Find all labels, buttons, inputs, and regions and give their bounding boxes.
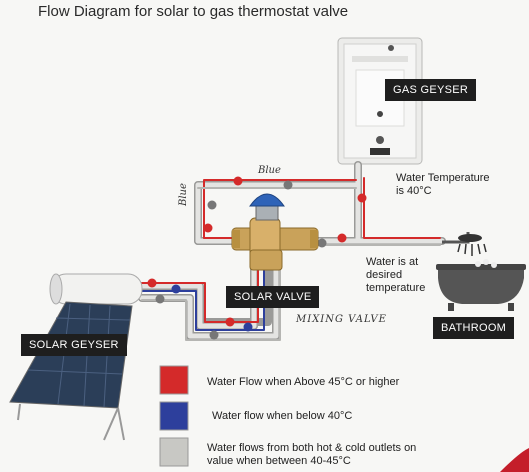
- solar-geyser: [9, 273, 143, 441]
- bathroom: [436, 232, 526, 311]
- solar-valve: [231, 193, 319, 271]
- page-title: Flow Diagram for solar to gas thermostat…: [38, 3, 349, 20]
- flow-markers: [147, 176, 367, 340]
- desired-temperature-note: Water is at desired temperature: [366, 256, 426, 294]
- legend-swatch-mixed: [159, 437, 189, 467]
- legend-text-mixed: Water flows from both hot & cold outlets…: [207, 442, 417, 467]
- legend-text-hot: Water Flow when Above 45°C or higher: [207, 376, 400, 388]
- legend-swatch-hot: [159, 365, 189, 395]
- handwritten-mixing-valve: MIXING VALVE: [296, 314, 387, 325]
- brand-swoosh: [500, 448, 529, 472]
- handwritten-blue-side: Blue: [178, 183, 189, 206]
- solar-geyser-label: SOLAR GEYSER: [21, 334, 127, 356]
- bathroom-label: BATHROOM: [433, 317, 515, 339]
- water-temperature-note: Water Temperature is 40°C: [396, 172, 490, 197]
- legend-text-cold: Water flow when below 40°C: [212, 410, 353, 422]
- gas-geyser-label: GAS GEYSER: [385, 79, 477, 101]
- handwritten-blue-top: Blue: [258, 165, 281, 176]
- gas-geyser: [337, 37, 423, 165]
- legend-swatch-cold: [159, 401, 189, 431]
- solar-valve-label: SOLAR VALVE: [226, 286, 320, 308]
